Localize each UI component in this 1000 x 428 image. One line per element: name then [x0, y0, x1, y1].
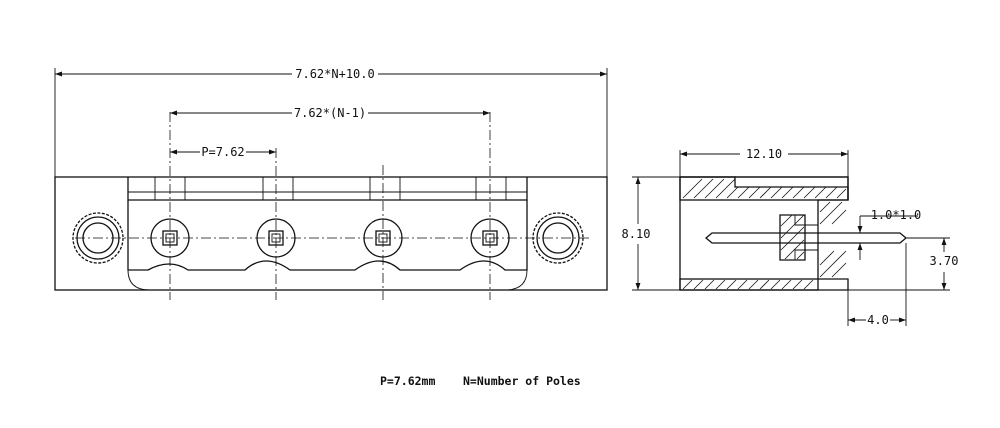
dim-side-width: 12.10 — [679, 147, 849, 177]
hatching-top — [682, 178, 847, 199]
height-label: 8.10 — [622, 227, 651, 241]
screw-pocket-3 — [363, 218, 403, 258]
right-flange-screw — [532, 212, 584, 264]
pole-centerlines — [75, 112, 590, 300]
screw-pocket-2 — [256, 218, 296, 258]
pole-span-label: 7.62*(N-1) — [294, 106, 366, 120]
pitch-label: P=7.62 — [201, 145, 244, 159]
screw-pocket-1 — [150, 218, 190, 258]
front-body-outline — [54, 176, 608, 291]
pitch-note: P=7.62mm — [380, 374, 435, 388]
dim-overall-length: 7.62*N+10.0 — [54, 67, 608, 177]
pole-dividers — [154, 177, 507, 200]
dim-pole-span: 7.62*(N-1) — [170, 106, 490, 120]
dim-pin-length: 4.0 — [847, 243, 907, 327]
screw-pocket-4 — [470, 218, 510, 258]
caption: P=7.62mm N=Number of Poles — [380, 374, 581, 388]
lower-profile — [127, 200, 528, 271]
left-flange-screw — [72, 212, 124, 264]
dim-pin-height: 3.70 — [848, 237, 959, 291]
hatching-holder — [780, 214, 805, 260]
top-rail — [127, 177, 528, 201]
side-width-label: 12.10 — [746, 147, 782, 161]
side-view: 12.10 8.10 1.0*1.0 3.70 — [622, 147, 959, 327]
pin-length-label: 4.0 — [867, 313, 889, 327]
dim-pitch: P=7.62 — [170, 145, 276, 159]
hatching-bottom — [682, 279, 814, 290]
hatching-right-wall — [819, 201, 847, 278]
dim-height: 8.10 — [622, 176, 680, 291]
pin-size-label: 1.0*1.0 — [871, 208, 922, 222]
overall-length-label: 7.62*N+10.0 — [295, 67, 374, 81]
front-view: 7.62*N+10.0 7.62*(N-1) P=7.62 — [54, 67, 608, 300]
poles-note: N=Number of Poles — [463, 374, 581, 388]
dim-pin-size: 1.0*1.0 — [857, 208, 922, 260]
side-pin — [704, 232, 908, 244]
pin-height-label: 3.70 — [930, 254, 959, 268]
